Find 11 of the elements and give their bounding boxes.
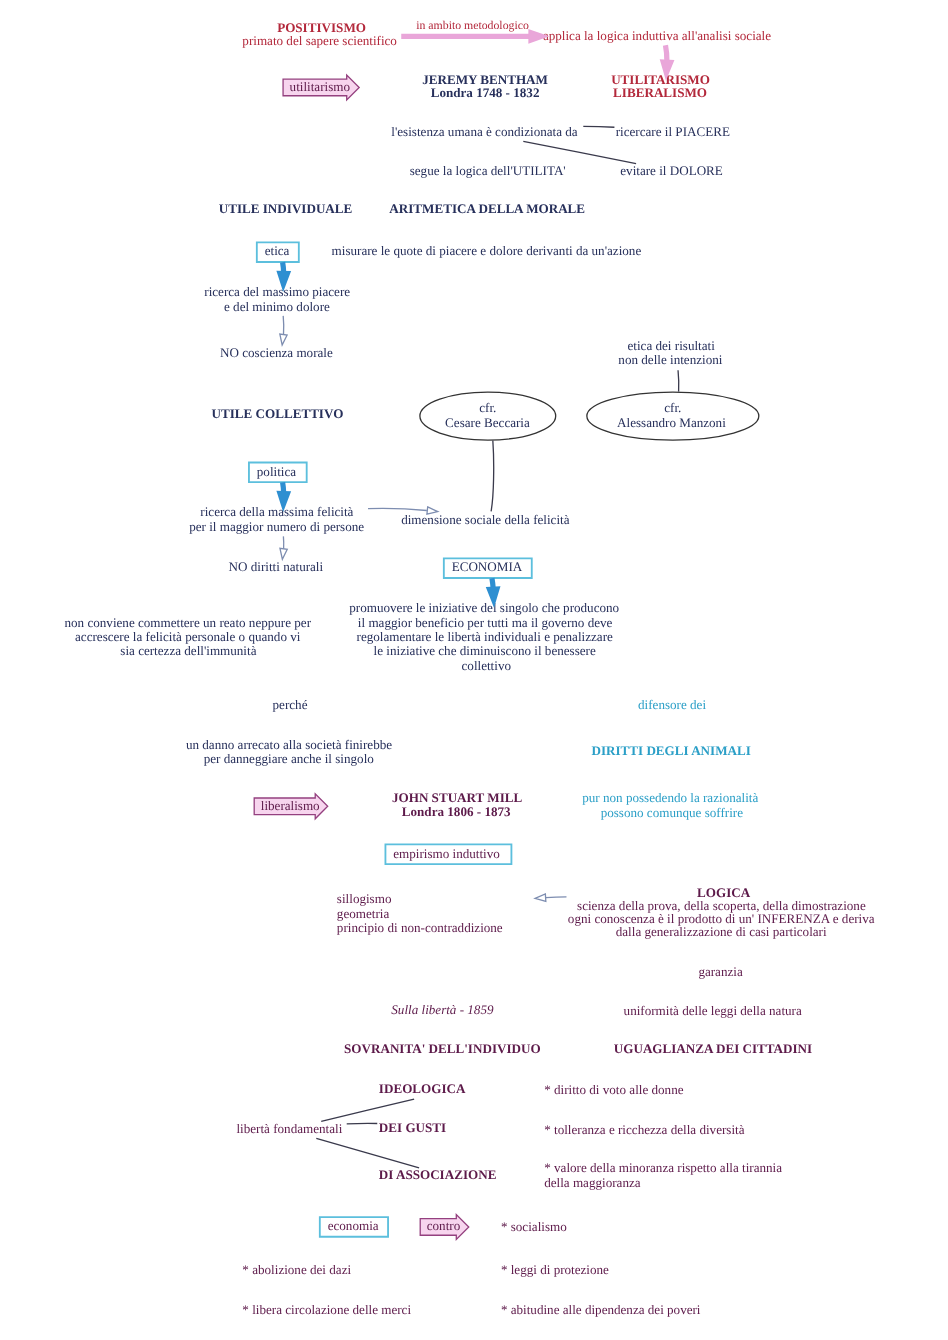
connector xyxy=(581,125,615,128)
connector xyxy=(345,1122,377,1125)
connector xyxy=(521,140,636,165)
arrow xyxy=(532,893,567,903)
connector xyxy=(319,1098,414,1122)
connector xyxy=(314,1137,419,1169)
arrow xyxy=(366,505,439,516)
arrow xyxy=(400,28,549,44)
arrow xyxy=(278,315,288,347)
connector xyxy=(676,369,679,393)
connector xyxy=(489,439,494,512)
